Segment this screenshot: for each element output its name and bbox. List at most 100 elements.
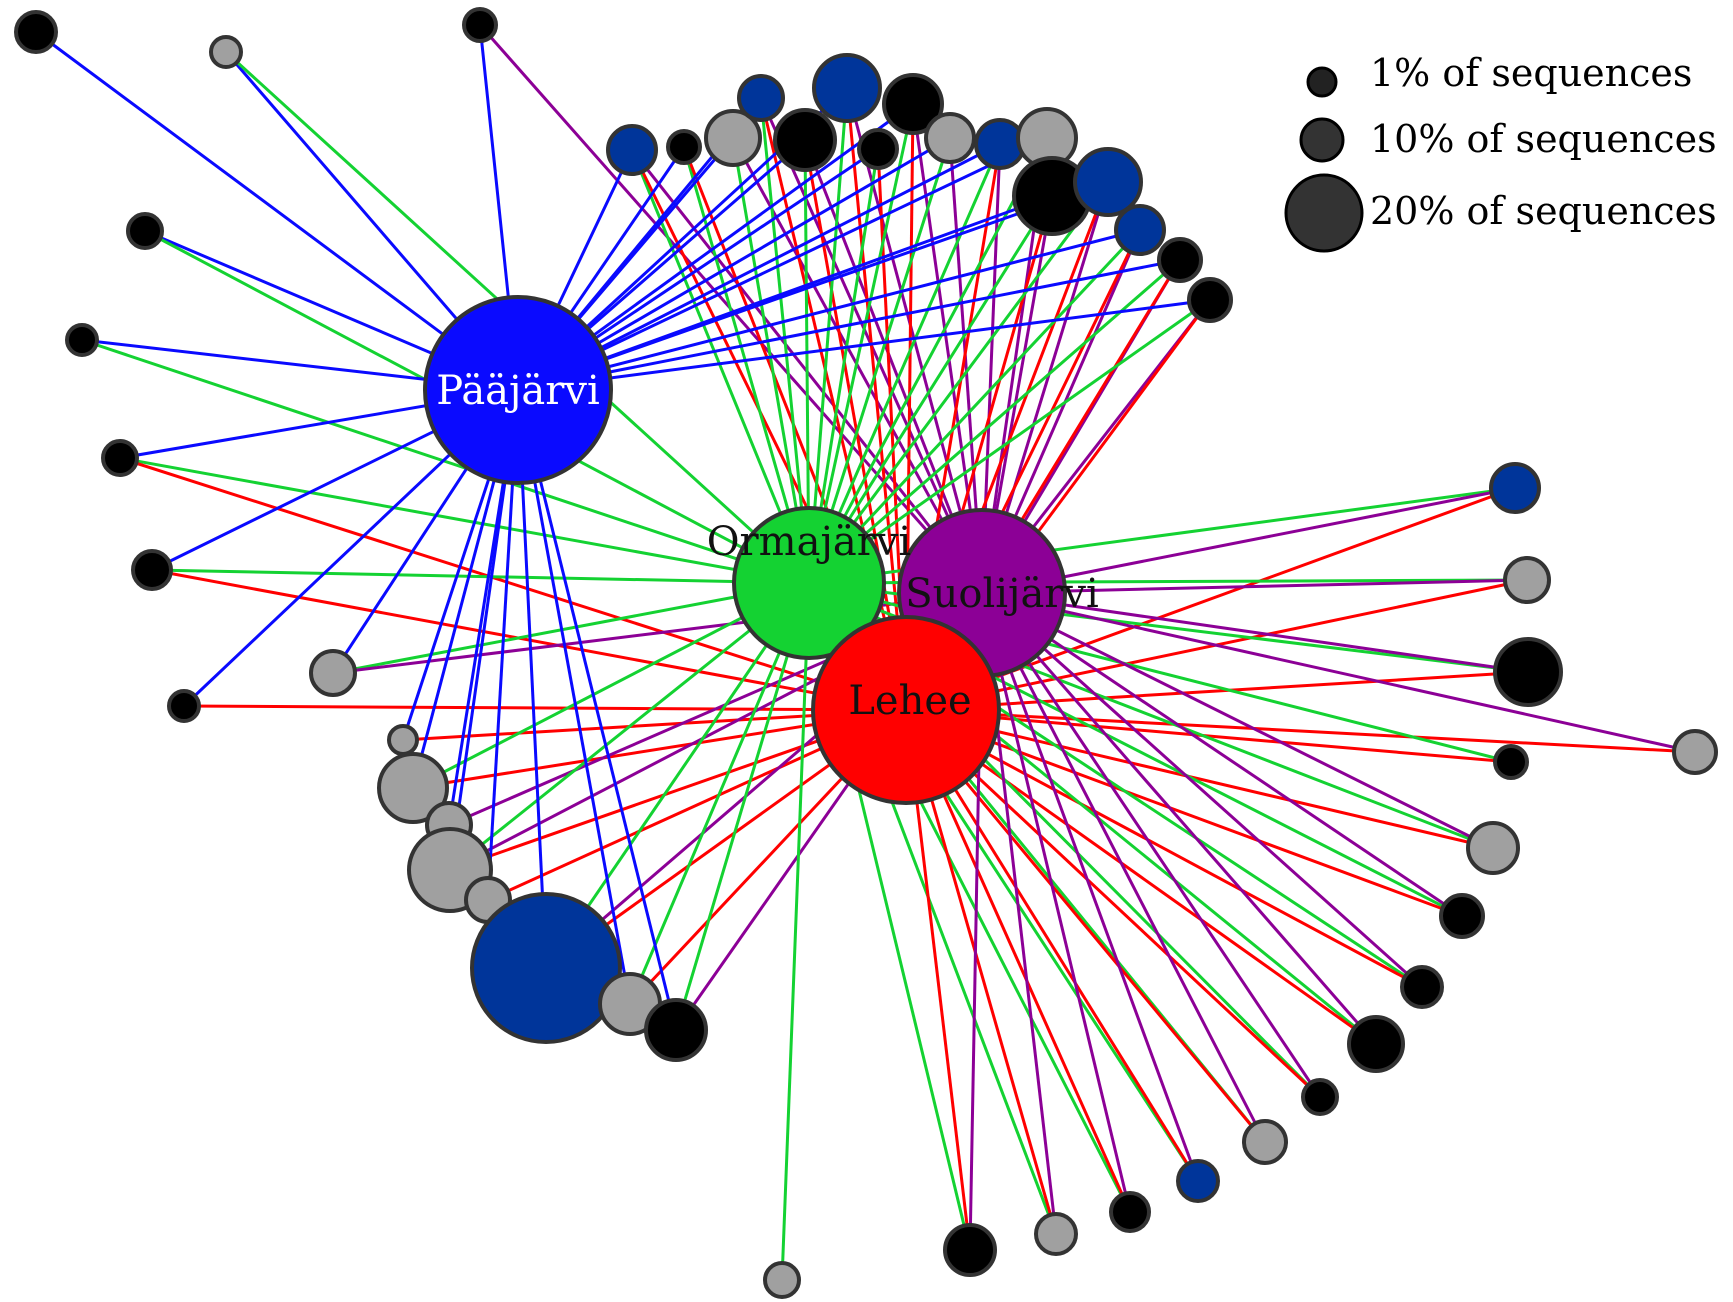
- haplotype-node-7: [167, 689, 201, 723]
- haplotype-node-8: [309, 649, 357, 697]
- hub-label-lehee: Lehee: [848, 678, 971, 724]
- edge-l-node-40: [905, 708, 1423, 989]
- legend-label-20pct: 20% of sequences: [1370, 189, 1717, 233]
- edge-p-node-14: [516, 389, 548, 969]
- haplotype-node-32: [1187, 277, 1233, 323]
- haplotype-node-22: [812, 53, 882, 123]
- haplotype-node-42: [1301, 1078, 1339, 1116]
- edge-o-node-22: [807, 87, 849, 584]
- edge-o-node-32: [808, 298, 1211, 585]
- hub-paajarvi: [423, 295, 613, 485]
- edge-s-node-33: [981, 486, 1516, 595]
- haplotype-node-45: [1109, 1191, 1151, 1233]
- haplotype-node-1: [209, 35, 243, 69]
- edge-l-node-37: [905, 708, 1512, 764]
- edge-p-node-0: [35, 30, 519, 392]
- legend-marker-10pct: [1299, 117, 1345, 163]
- edge-o-node-14: [544, 582, 811, 969]
- edge-s-node-43: [980, 592, 1267, 1143]
- hub-label-paajarvi: Pääjärvi: [436, 368, 600, 414]
- haplotype-node-39: [1439, 893, 1485, 939]
- edge-s-node-36: [981, 591, 1696, 754]
- edge-s-node-35: [981, 591, 1529, 674]
- edge-s-node-45: [980, 592, 1132, 1213]
- haplotype-node-20: [737, 74, 785, 122]
- legend: 1% of sequences 10% of sequences 20% of …: [1284, 51, 1717, 253]
- edge-s-node-34: [981, 578, 1528, 595]
- haplotype-node-21: [773, 108, 837, 172]
- edge-o-node-30: [807, 228, 1142, 585]
- haplotype-node-34: [1503, 556, 1551, 604]
- edge-o-node-48: [780, 582, 811, 1281]
- haplotype-node-46: [1034, 1212, 1078, 1256]
- haplotype-node-4: [65, 323, 99, 357]
- edge-o-node-4: [81, 338, 810, 585]
- haplotype-node-17: [606, 124, 658, 176]
- edge-l-node-38: [905, 708, 1494, 850]
- haplotype-node-23: [857, 128, 899, 170]
- edge-o-node-31: [808, 258, 1181, 585]
- haplotype-node-24: [882, 73, 944, 135]
- haplotype-node-33: [1489, 462, 1541, 514]
- edge-o-node-5: [119, 456, 810, 585]
- hub-label-suolijarvi: Suolijärvi: [905, 571, 1099, 617]
- edge-o-node-24: [807, 103, 915, 584]
- edge-l-node-36: [905, 708, 1696, 754]
- hub-ormajarvi: [732, 506, 886, 660]
- haplotype-node-40: [1400, 965, 1444, 1009]
- edge-l-node-5: [119, 456, 907, 712]
- haplotype-node-18: [666, 129, 702, 165]
- haplotype-node-43: [1242, 1119, 1288, 1165]
- edge-p-node-31: [517, 258, 1181, 392]
- edge-s-node-40: [980, 591, 1424, 989]
- network-edges: [35, 24, 1696, 1281]
- edge-o-node-25: [807, 137, 952, 584]
- haplotype-node-9: [387, 724, 419, 756]
- edge-s-node-42: [980, 592, 1322, 1098]
- haplotype-node-41: [1347, 1015, 1405, 1073]
- edge-p-node-30: [517, 228, 1141, 392]
- hub-lehee: [811, 615, 1001, 805]
- edge-s-node-44: [980, 592, 1200, 1182]
- edge-o-node-26: [807, 143, 1002, 584]
- edge-p-node-16: [516, 389, 678, 1031]
- haplotype-node-37: [1493, 744, 1529, 780]
- haplotype-node-3: [126, 212, 164, 250]
- haplotype-nodes: [14, 7, 1718, 1299]
- haplotype-node-2: [462, 7, 498, 43]
- haplotype-node-44: [1176, 1159, 1220, 1203]
- hub-label-ormajarvi: Ormajärvi: [707, 519, 911, 565]
- edge-o-node-16: [674, 582, 811, 1031]
- edge-p-node-27: [517, 136, 1048, 392]
- edge-p-node-29: [517, 180, 1109, 392]
- edge-o-node-20: [759, 97, 811, 584]
- haplotype-node-25: [924, 112, 976, 164]
- edge-p-node-15: [516, 389, 632, 1005]
- edge-s-node-39: [981, 591, 1463, 918]
- haplotype-node-19: [704, 109, 762, 167]
- haplotype-node-29: [1073, 147, 1143, 217]
- edge-o-node-8: [332, 581, 810, 675]
- lake-hubs: Pääjärvi Ormajärvi Suolijärvi Lehee: [423, 295, 1099, 805]
- haplotype-node-48: [763, 1261, 801, 1299]
- haplotype-node-5: [101, 439, 139, 477]
- edge-l-node-20: [759, 97, 908, 711]
- edge-o-node-29: [807, 181, 1110, 584]
- haplotype-node-35: [1493, 637, 1563, 707]
- legend-label-1pct: 1% of sequences: [1370, 51, 1692, 95]
- haplotype-node-47: [943, 1223, 997, 1277]
- haplotype-node-30: [1114, 204, 1166, 256]
- edge-l-node-41: [905, 708, 1377, 1046]
- haplotype-node-36: [1672, 729, 1718, 775]
- haplotype-node-14: [470, 892, 622, 1044]
- haplotype-node-0: [14, 10, 58, 54]
- haplotype-node-10: [377, 752, 449, 824]
- edge-l-node-7: [183, 704, 907, 712]
- haplotype-node-31: [1157, 237, 1203, 283]
- haplotype-node-38: [1466, 821, 1520, 875]
- edge-o-node-6: [151, 568, 810, 585]
- edge-s-node-38: [981, 591, 1494, 850]
- haplotype-node-6: [131, 549, 173, 591]
- legend-marker-1pct: [1306, 66, 1338, 98]
